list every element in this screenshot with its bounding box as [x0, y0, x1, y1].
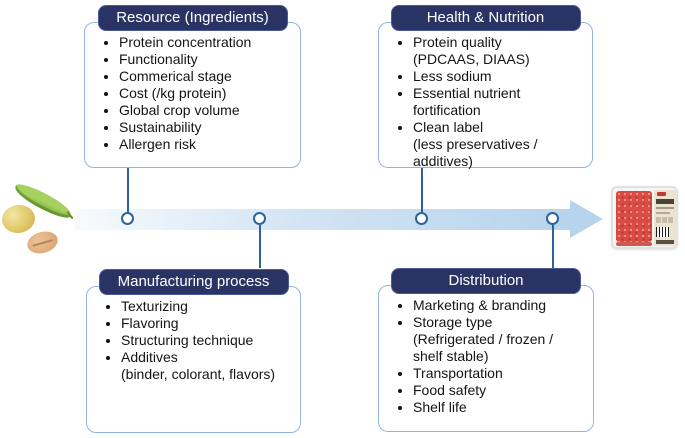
- connector-node-manufacturing: [253, 212, 266, 225]
- list-item: Structuring technique: [121, 332, 294, 349]
- list-item: Storage type(Refrigerated / frozen /shel…: [413, 314, 587, 365]
- label-footer-band: [656, 240, 674, 244]
- list-item: Flavoring: [121, 315, 294, 332]
- connector-line-health: [421, 168, 423, 213]
- barcode-icon: [656, 227, 669, 237]
- meat-package-icon: [611, 186, 678, 249]
- list-item: Less sodium: [413, 68, 586, 85]
- box-health-list: Protein quality(PDCAAS, DIAAS)Less sodiu…: [379, 23, 592, 170]
- list-item: Allergen risk: [119, 136, 294, 153]
- connector-line-resource: [127, 168, 129, 213]
- list-item: Food safety: [413, 382, 587, 399]
- list-item: Global crop volume: [119, 102, 294, 119]
- box-distribution: Distribution Marketing & brandingStorage…: [378, 268, 594, 432]
- ground-meat-icon: [616, 191, 652, 242]
- connector-node-health: [415, 212, 428, 225]
- package-label: [654, 190, 676, 246]
- timeline-arrow-head-icon: [570, 200, 603, 238]
- list-item: Sustainability: [119, 119, 294, 136]
- label-nutrition-grid: [656, 217, 674, 223]
- box-manufacturing: Manufacturing process TexturizingFlavori…: [86, 269, 301, 433]
- list-item: Clean label(less preservatives /additive…: [413, 119, 586, 170]
- list-item: Additives(binder, colorant, flavors): [121, 349, 294, 383]
- connector-node-distribution: [546, 212, 559, 225]
- list-item: Transportation: [413, 365, 587, 382]
- soybean-icon: [0, 202, 37, 236]
- label-text-line: [656, 212, 670, 214]
- timeline-arrow-band: [74, 209, 571, 230]
- box-health-title: Health & Nutrition: [390, 5, 581, 31]
- list-item: Marketing & branding: [413, 297, 587, 314]
- box-health: Health & Nutrition Protein quality(PDCAA…: [378, 5, 593, 170]
- box-resource: Resource (Ingredients) Protein concentra…: [84, 5, 301, 168]
- box-manufacturing-list: TexturizingFlavoringStructuring techniqu…: [87, 287, 300, 383]
- list-item: Protein concentration: [119, 34, 294, 51]
- list-item: Functionality: [119, 51, 294, 68]
- label-text-line: [656, 207, 674, 209]
- list-item: Protein quality(PDCAAS, DIAAS): [413, 34, 586, 68]
- list-item: Cost (/kg protein): [119, 85, 294, 102]
- list-item: Texturizing: [121, 298, 294, 315]
- meat-tray-strip: [616, 242, 652, 246]
- connector-node-resource: [121, 212, 134, 225]
- list-item: Shelf life: [413, 399, 587, 416]
- box-distribution-list: Marketing & brandingStorage type(Refrige…: [379, 286, 593, 416]
- box-resource-title: Resource (Ingredients): [97, 5, 288, 31]
- grain-icon: [24, 228, 61, 257]
- connector-line-distribution: [552, 225, 554, 268]
- connector-line-manufacturing: [259, 225, 261, 268]
- label-title-band: [656, 199, 674, 204]
- box-distribution-title: Distribution: [391, 268, 581, 294]
- list-item: Commerical stage: [119, 68, 294, 85]
- box-manufacturing-title: Manufacturing process: [98, 269, 289, 295]
- brand-logo-icon: [657, 192, 666, 196]
- box-resource-list: Protein concentrationFunctionalityCommer…: [85, 23, 300, 153]
